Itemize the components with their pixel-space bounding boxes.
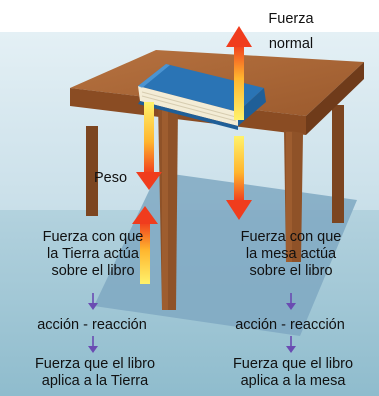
right-connector-arrow-1 xyxy=(286,293,296,310)
right-connector-arrow-2 xyxy=(286,336,296,353)
book-on-table-line-2: aplica a la mesa xyxy=(240,373,346,389)
left-action-reaction-label: acción - reacción xyxy=(37,317,147,333)
earth-on-book-line-1: Fuerza con que xyxy=(42,229,144,245)
normal-force-label-line1: Fuerza xyxy=(268,11,314,27)
weight-arrow xyxy=(136,102,162,190)
table-on-book-force-label: Fuerza con que la mesa actúa sobre el li… xyxy=(241,229,342,280)
table-on-book-line-2: la mesa actúa xyxy=(245,246,337,262)
table-apron-side xyxy=(306,62,364,135)
book xyxy=(138,64,266,130)
book-on-table-force-label: Fuerza que el libro aplica a la mesa xyxy=(233,356,353,390)
right-action-reaction-label: acción - reacción xyxy=(235,317,345,333)
table-leg-back-left xyxy=(86,126,98,216)
book-on-earth-arrow xyxy=(132,206,158,284)
earth-on-book-line-3: sobre el libro xyxy=(51,263,135,279)
book-on-table-arrow xyxy=(226,136,252,220)
book-on-earth-force-label: Fuerza que el libro aplica a la Tierra xyxy=(35,356,155,390)
normal-force-arrow xyxy=(226,26,252,120)
left-connector-arrow-1 xyxy=(88,293,98,310)
table-on-book-line-1: Fuerza con que xyxy=(240,229,342,245)
weight-label: Peso xyxy=(94,170,128,186)
book-on-table-line-1: Fuerza que el libro xyxy=(232,356,354,372)
earth-on-book-force-label: Fuerza con que la Tierra actúa sobre el … xyxy=(43,229,144,280)
book-on-earth-line-1: Fuerza que el libro xyxy=(34,356,156,372)
book-on-earth-line-2: aplica a la Tierra xyxy=(41,373,149,389)
table-on-book-line-3: sobre el libro xyxy=(249,263,333,279)
earth-on-book-line-2: la Tierra actúa xyxy=(47,246,139,262)
normal-force-label-line2: normal xyxy=(268,36,314,52)
table-leg-back-right xyxy=(332,105,344,223)
left-connector-arrow-2 xyxy=(88,336,98,353)
